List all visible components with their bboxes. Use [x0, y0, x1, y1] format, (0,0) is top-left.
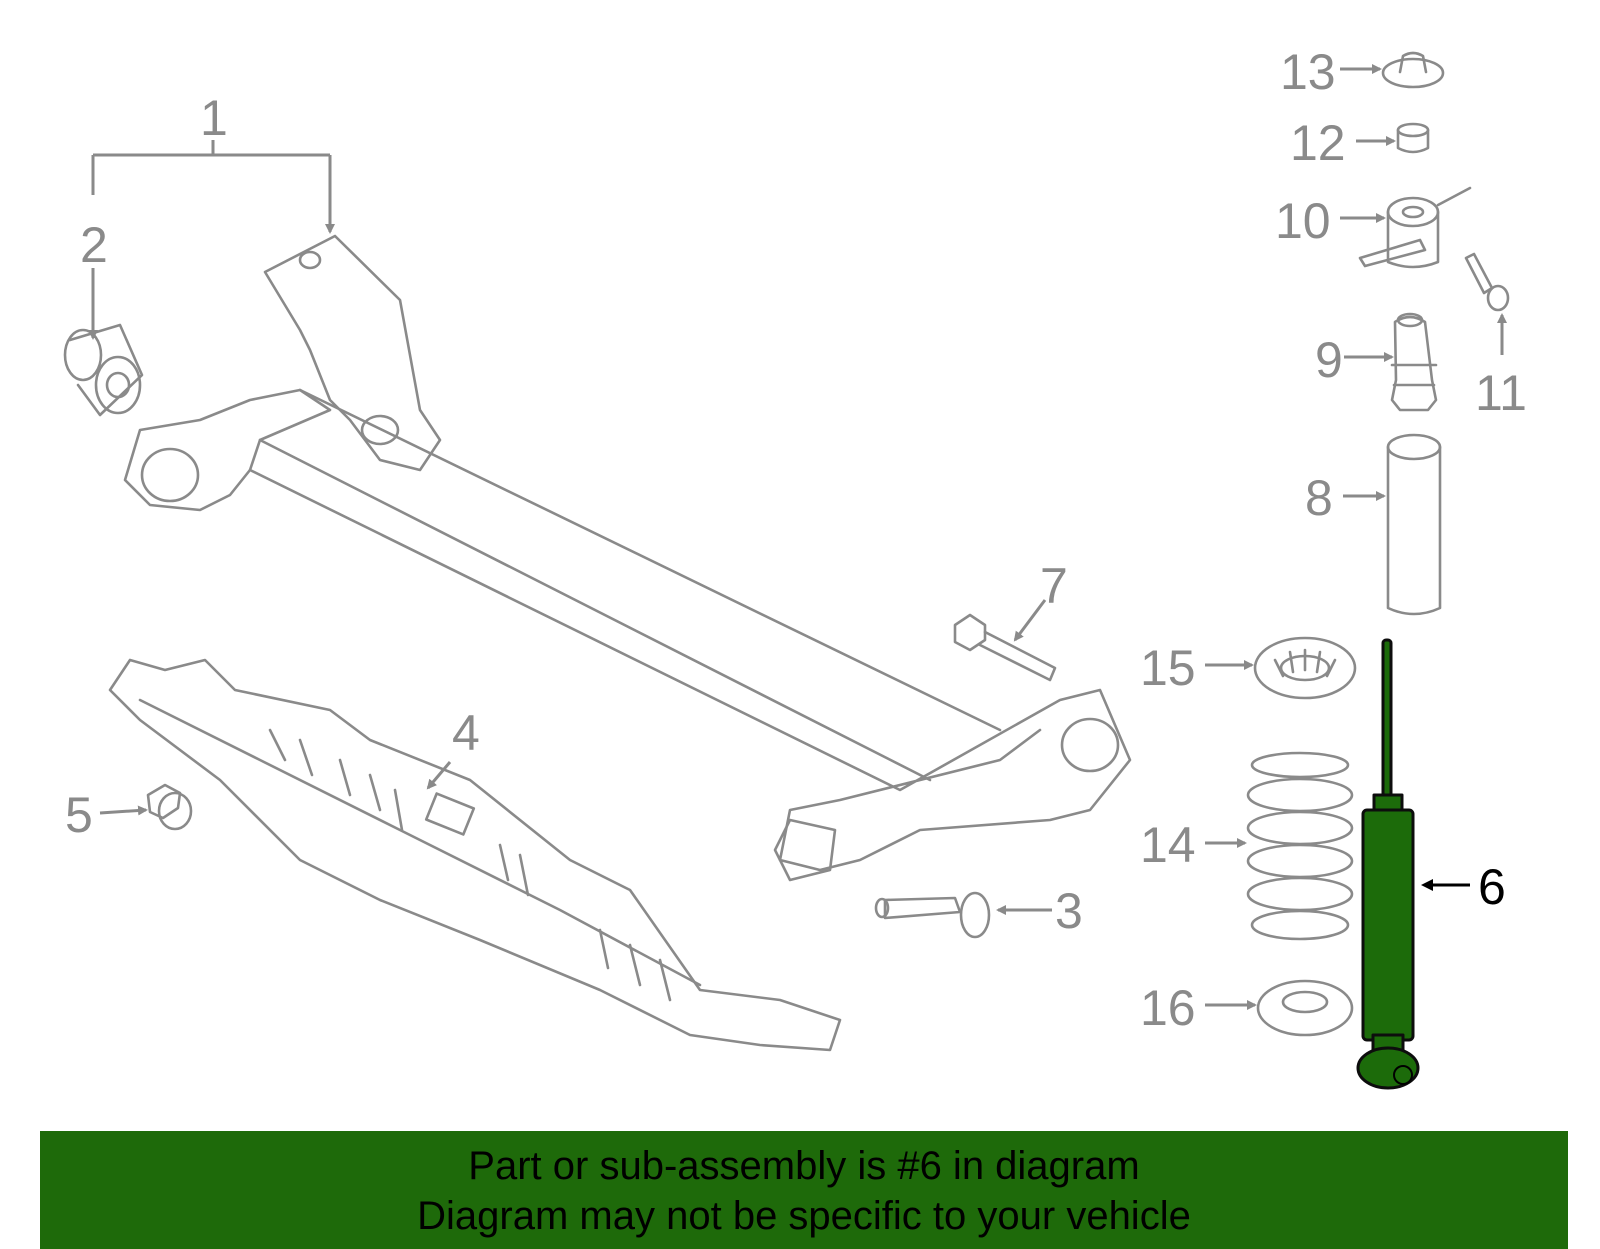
- callout-7: 7: [1040, 558, 1068, 614]
- callout-12: 12: [1290, 115, 1346, 171]
- callout-5: 5: [65, 787, 93, 843]
- dust-boot-part-8[interactable]: [1386, 433, 1442, 616]
- callout-10: 10: [1275, 193, 1331, 249]
- bushing-part-2[interactable]: [63, 323, 144, 417]
- reinforcement-part-4[interactable]: [108, 658, 842, 1052]
- bolt-part-11[interactable]: [1464, 252, 1510, 312]
- banner-line-disclaimer: Diagram may not be specific to your vehi…: [417, 1194, 1191, 1238]
- callout-4: 4: [452, 705, 480, 761]
- callout-9: 9: [1315, 332, 1343, 388]
- spring-seat-part-16[interactable]: [1256, 979, 1354, 1037]
- bump-stop-part-9[interactable]: [1390, 312, 1438, 412]
- leader-lines: [88, 64, 1507, 1010]
- callout-3: 3: [1055, 883, 1083, 939]
- bolt-part-7[interactable]: [953, 613, 1057, 682]
- spring-seat-part-15[interactable]: [1253, 636, 1357, 700]
- axle-beam-part-1[interactable]: [123, 234, 1132, 882]
- callout-8: 8: [1305, 470, 1333, 526]
- shock-absorber-part-6[interactable]: [1356, 638, 1420, 1090]
- upper-mount-part-10[interactable]: [1358, 186, 1472, 269]
- nut-part-5[interactable]: [146, 783, 193, 831]
- callout-1: 1: [200, 90, 228, 146]
- bolt-part-3[interactable]: [874, 891, 991, 939]
- info-banner: Part or sub-assembly is #6 in diagram Di…: [40, 1131, 1568, 1249]
- callout-14: 14: [1140, 817, 1196, 873]
- callout-13: 13: [1280, 44, 1336, 100]
- callout-16: 16: [1140, 980, 1196, 1036]
- coil-spring-part-14[interactable]: [1246, 751, 1354, 941]
- callout-15: 15: [1140, 640, 1196, 696]
- cap-part-13[interactable]: [1381, 51, 1445, 89]
- nut-part-12[interactable]: [1396, 122, 1430, 154]
- callout-6: 6: [1478, 859, 1506, 915]
- callout-11: 11: [1475, 365, 1527, 421]
- banner-line-part-number: Part or sub-assembly is #6 in diagram: [468, 1144, 1140, 1188]
- callout-2: 2: [80, 217, 108, 273]
